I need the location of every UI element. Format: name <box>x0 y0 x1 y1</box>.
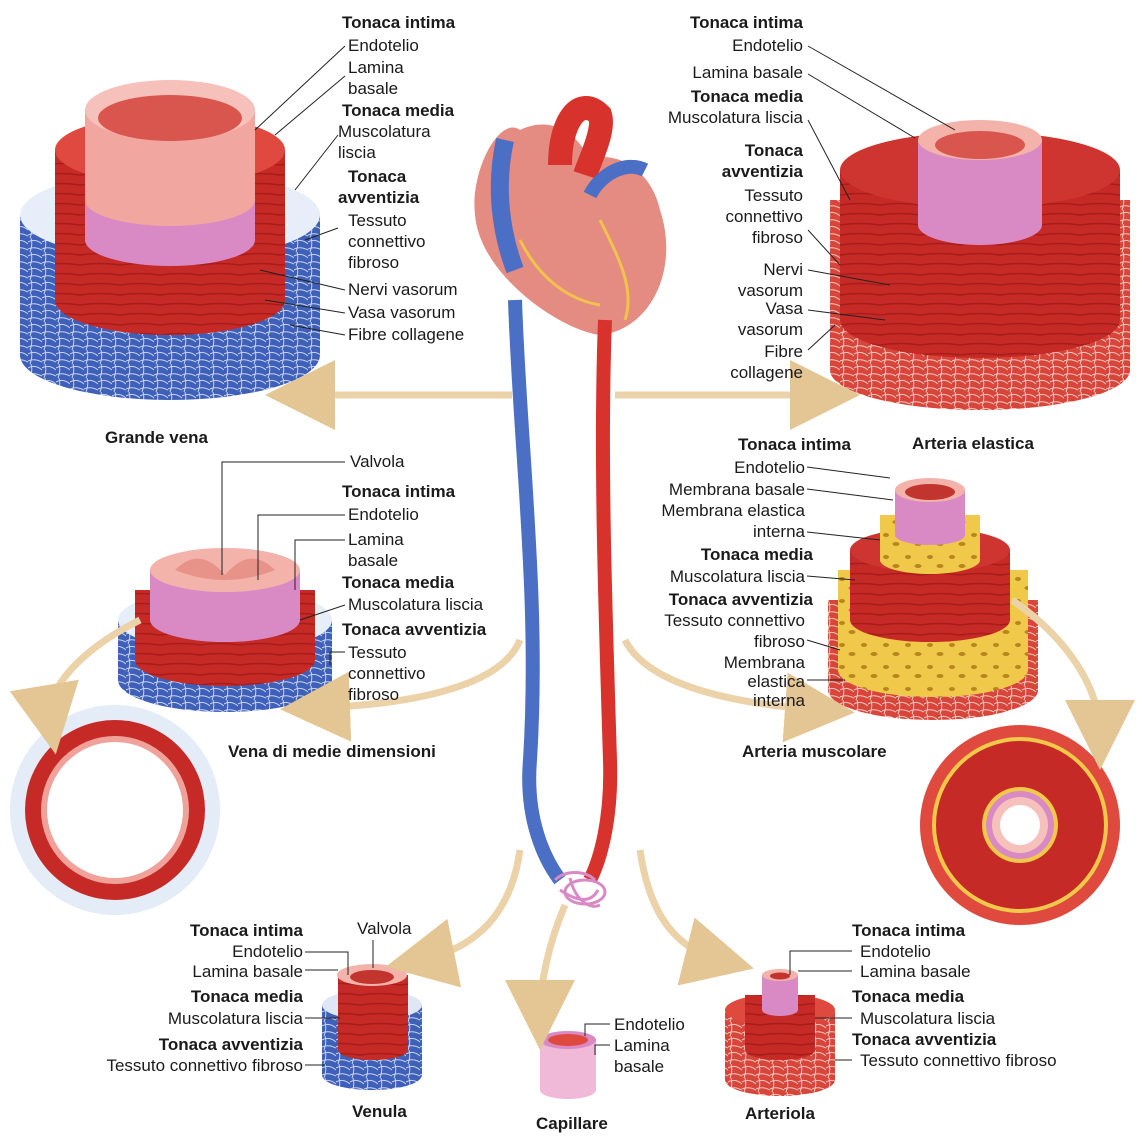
art-el-avv-title-a: Tonaca <box>745 140 803 161</box>
arteria-muscolare-caption: Arteria muscolare <box>742 742 887 762</box>
grande-vena-lamina: Lamina <box>348 57 404 78</box>
capillare-endotelio: Endotelio <box>614 1014 685 1035</box>
venula-avv-title: Tonaca avventizia <box>159 1034 303 1055</box>
art-mu-tessuto: Tessuto connettivo <box>664 610 805 631</box>
grande-vena-liscia: liscia <box>338 142 376 163</box>
grande-vena-fibre: Fibre collagene <box>348 324 464 345</box>
vena-medie-fibroso: fibroso <box>348 684 399 705</box>
arteriola-intima-title: Tonaca intima <box>852 920 965 941</box>
venula-intima-title: Tonaca intima <box>190 920 303 941</box>
art-el-intima-title: Tonaca intima <box>690 12 803 33</box>
arteriola-illustration <box>725 969 835 1096</box>
art-mu-fibroso: fibroso <box>754 631 805 652</box>
art-el-tessuto: Tessuto <box>744 185 803 206</box>
vena-medie-intima-title: Tonaca intima <box>342 481 455 502</box>
venula-muscolatura: Muscolatura liscia <box>168 1008 303 1029</box>
capillare-illustration <box>540 1031 596 1099</box>
art-mu-membrana-elastica: Membrana elastica <box>661 500 805 521</box>
grande-vena-caption: Grande vena <box>105 428 208 448</box>
main-vein <box>515 300 560 880</box>
art-el-fibre: Fibre <box>764 341 803 362</box>
vena-medie-muscolatura: Muscolatura liscia <box>348 594 483 615</box>
grande-vena-avv-title-b: avventizia <box>338 187 419 208</box>
grande-vena-connettivo: connettivo <box>348 231 426 252</box>
arteriola-avv-title: Tonaca avventizia <box>852 1029 996 1050</box>
art-mu-elastica: elastica <box>747 671 805 692</box>
arteriola-tessuto: Tessuto connettivo fibroso <box>860 1050 1057 1071</box>
arteria-muscolare-illustration <box>828 478 1038 720</box>
art-el-vasa: Vasa <box>766 298 804 319</box>
arteriola-muscolatura: Muscolatura liscia <box>860 1008 995 1029</box>
venula-endotelio: Endotelio <box>232 941 303 962</box>
vena-medie-illustration <box>118 548 332 712</box>
art-el-media-title: Tonaca media <box>691 86 803 107</box>
venula-media-title: Tonaca media <box>191 986 303 1007</box>
art-el-lamina: Lamina basale <box>692 62 803 83</box>
vena-medie-valvola: Valvola <box>350 451 405 472</box>
vena-medie-basale: basale <box>348 550 398 571</box>
vena-medie-avv-title: Tonaca avventizia <box>342 619 486 640</box>
vena-medie-caption: Vena di medie dimensioni <box>228 742 436 762</box>
grande-vena-vasa: Vasa vasorum <box>348 302 455 323</box>
grande-vena-muscolatura: Muscolatura <box>338 121 431 142</box>
capillare-caption: Capillare <box>536 1114 608 1134</box>
arteriola-caption: Arteriola <box>745 1104 815 1124</box>
vena-medie-lamina: Lamina <box>348 529 404 550</box>
art-el-fibroso: fibroso <box>752 227 803 248</box>
art-el-avv-title-b: avventizia <box>722 161 803 182</box>
art-el-nervi: Nervi <box>763 259 803 280</box>
art-el-endotelio: Endotelio <box>732 35 803 56</box>
arteria-elastica-caption: Arteria elastica <box>912 434 1034 454</box>
grande-vena-intima-title: Tonaca intima <box>342 12 455 33</box>
arteriola-endotelio: Endotelio <box>860 941 931 962</box>
vena-medie-media-title: Tonaca media <box>342 572 454 593</box>
capillare-lamina: Lamina <box>614 1035 670 1056</box>
grande-vena-basale: basale <box>348 78 398 99</box>
vena-medie-endotelio: Endotelio <box>348 504 419 525</box>
arteriola-media-title: Tonaca media <box>852 986 964 1007</box>
art-mu-media-title: Tonaca media <box>701 544 813 565</box>
venula-tessuto: Tessuto connettivo fibroso <box>106 1055 303 1076</box>
art-mu-interna-2: interna <box>753 690 805 711</box>
art-mu-membrana: Membrana <box>724 652 805 673</box>
arteria-cross-section <box>920 725 1120 925</box>
art-el-collagene: collagene <box>730 362 803 383</box>
grande-vena-avv-title-a: Tonaca <box>348 166 406 187</box>
art-mu-intima-title: Tonaca intima <box>738 434 851 455</box>
grande-vena-illustration <box>20 80 320 400</box>
grande-vena-endotelio: Endotelio <box>348 35 419 56</box>
art-mu-avv-title: Tonaca avventizia <box>669 589 813 610</box>
art-el-muscolatura: Muscolatura liscia <box>668 107 803 128</box>
art-mu-endotelio: Endotelio <box>734 457 805 478</box>
art-mu-membrana-basale: Membrana basale <box>669 479 805 500</box>
grande-vena-nervi: Nervi vasorum <box>348 279 458 300</box>
aorta-arch <box>560 108 601 175</box>
heart-illustration <box>474 108 666 335</box>
art-el-connettivo: connettivo <box>726 206 804 227</box>
arteriola-lamina: Lamina basale <box>860 961 971 982</box>
arteria-elastica-illustration <box>830 120 1130 410</box>
art-el-vasa-vasorum: vasorum <box>738 319 803 340</box>
capillare-basale: basale <box>614 1056 664 1077</box>
venula-caption: Venula <box>352 1102 407 1122</box>
vena-medie-connettivo: connettivo <box>348 663 426 684</box>
main-artery <box>590 320 610 880</box>
venula-lamina: Lamina basale <box>192 961 303 982</box>
vena-cross-section <box>10 705 220 915</box>
vena-medie-tessuto: Tessuto <box>348 642 407 663</box>
art-mu-muscolatura: Muscolatura liscia <box>670 566 805 587</box>
venula-valvola: Valvola <box>357 918 412 939</box>
art-mu-interna: interna <box>753 521 805 542</box>
grande-vena-tessuto: Tessuto <box>348 210 407 231</box>
venula-illustration <box>322 964 422 1090</box>
grande-vena-media-title: Tonaca media <box>342 100 454 121</box>
grande-vena-fibroso: fibroso <box>348 252 399 273</box>
